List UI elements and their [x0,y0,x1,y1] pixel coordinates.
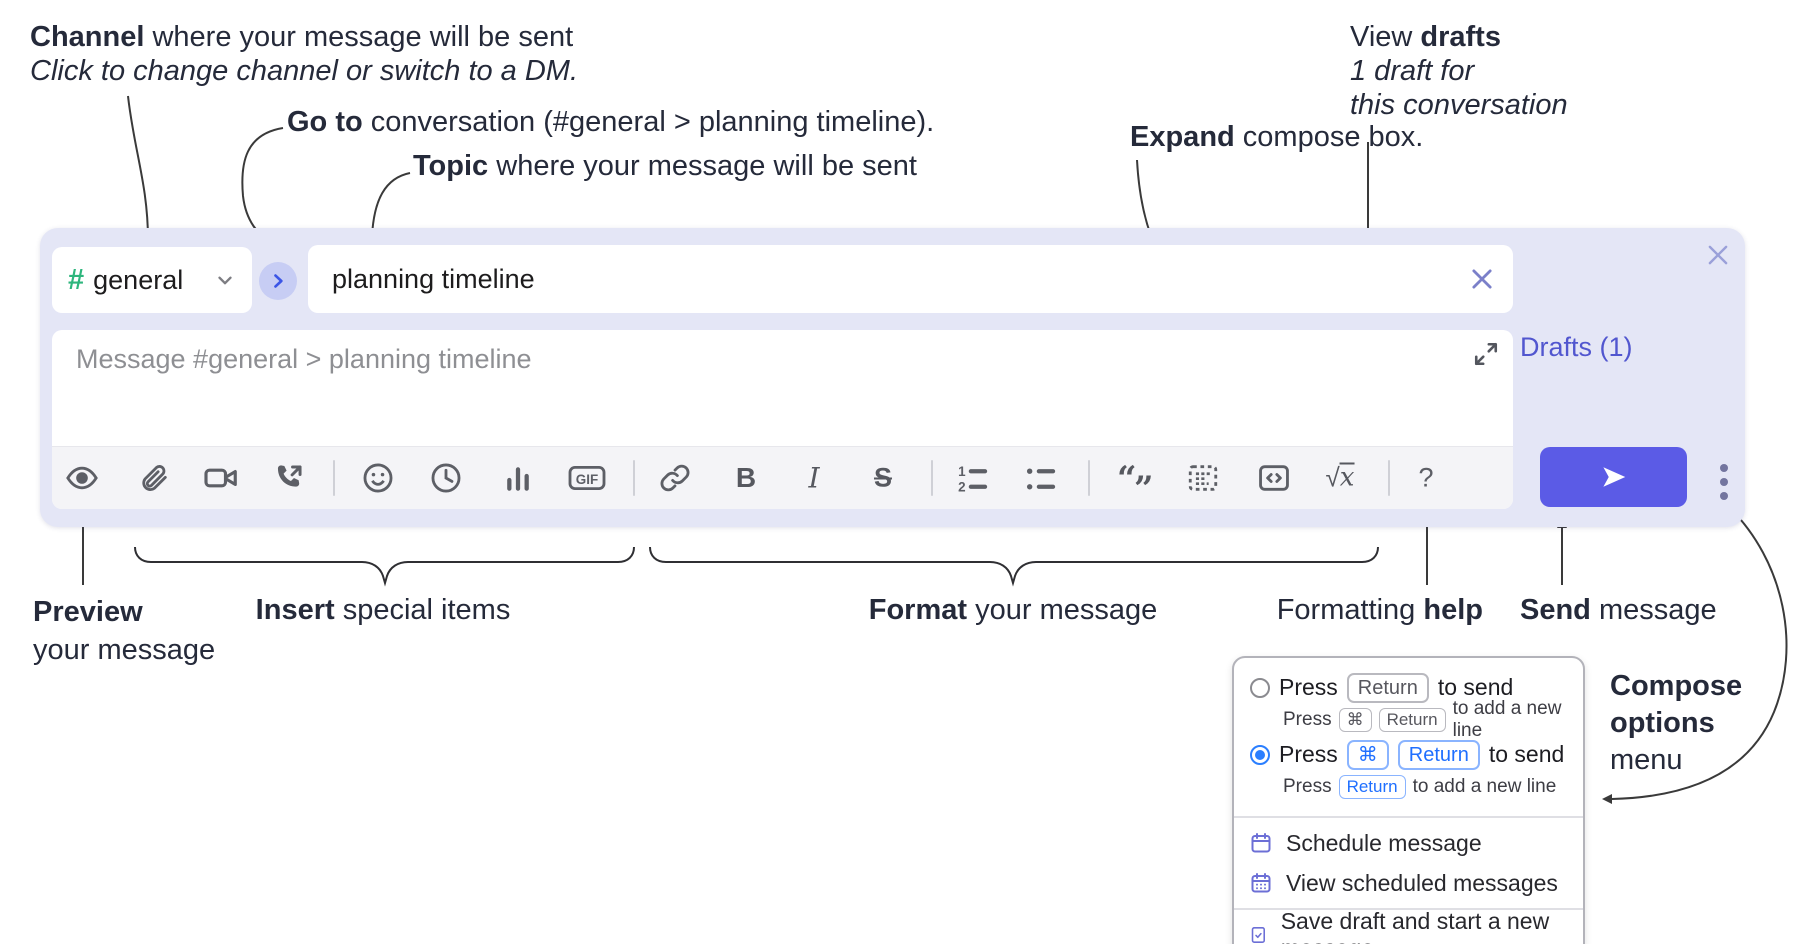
preview-annotation: Preview your message [33,596,216,666]
formatting-help-button[interactable]: ? [1418,462,1434,493]
toolbar-divider [633,460,635,496]
bold-button[interactable]: B [735,462,757,493]
snippet-icon [1188,465,1218,491]
compose-options-annotation: Compose options menu [1610,670,1743,776]
clock-icon [431,463,461,493]
gif-icon: GIF [568,465,606,491]
chevron-down-icon [214,269,236,291]
text-snippet-button[interactable] [1186,461,1220,495]
video-clip-button[interactable] [203,460,239,496]
channel-annotation: Channel where your message will be sent … [30,21,579,87]
quote-icon: “ ” [1117,459,1154,509]
compose-options-button[interactable] [1711,458,1737,506]
return-key: Return [1378,708,1446,732]
close-icon[interactable] [1703,240,1733,270]
bulleted-list-icon [1026,468,1056,490]
expand-annotation: Expand compose box. [1130,121,1424,153]
topic-annotation: Topic where your message will be sent [413,150,917,182]
expand-icon[interactable] [1471,339,1501,369]
return-key: Return [1346,672,1429,703]
save-draft-item[interactable]: Save draft and start a new message [1234,908,1583,944]
chevron-right-icon [274,274,283,288]
code-block-button[interactable] [1257,461,1291,495]
message-box: GIF B I S 1 2 [52,330,1513,509]
channel-selector[interactable]: # general [52,247,252,313]
toolbar-divider [333,460,335,496]
calendar-grid-icon [1251,873,1271,893]
radio-selected-icon[interactable] [1250,744,1270,765]
eye-icon [66,466,98,490]
option-return-to-send-sub: Press ⌘ Return to add a new line [1283,698,1562,741]
channel-hash-icon: # [68,263,85,296]
view-drafts-annotation: View drafts 1 draft for this conversatio… [1350,21,1568,121]
message-input[interactable] [52,330,1513,442]
calendar-icon [1251,833,1271,853]
emoji-smile-icon [363,463,393,493]
svg-text:GIF: GIF [576,472,598,487]
send-button[interactable] [1540,447,1687,507]
paperclip-icon [142,465,167,491]
formula-button[interactable]: √x [1325,462,1355,493]
video-camera-icon [204,468,237,488]
attach-file-button[interactable] [138,462,170,494]
topic-clear-icon[interactable] [1467,264,1497,294]
option-return-to-send[interactable]: Press Return to send [1250,671,1567,704]
ordered-list-button[interactable]: 1 2 [956,461,990,495]
compose-box: # general [40,228,1745,527]
menu-divider [1234,816,1583,818]
format-annotation: Format your message [868,594,1158,626]
toolbar-divider [1088,460,1090,496]
menu-divider [1234,908,1583,910]
preview-button[interactable] [65,461,99,495]
svg-text:2: 2 [958,479,965,494]
formatting-help-annotation: Formatting help [1276,594,1483,626]
drafts-link[interactable]: Drafts (1) [1520,332,1633,362]
ordered-list-icon: 1 2 [958,464,988,494]
draft-check-icon [1251,927,1265,943]
compose-toolbar: GIF B I S 1 2 [52,446,1513,509]
topic-input[interactable] [308,245,1513,313]
strikethrough-button[interactable]: S [873,462,893,493]
return-key: Return [1338,775,1406,799]
schedule-message-item[interactable]: Schedule message [1234,823,1583,863]
italic-button[interactable]: I [808,461,820,495]
compose-options-menu: Press Return to send Press ⌘ Return to a… [1232,656,1585,944]
bar-chart-icon [507,467,529,491]
emoji-button[interactable] [361,461,395,495]
audio-call-button[interactable] [272,461,306,495]
link-button[interactable] [659,462,691,494]
return-key: Return [1397,739,1480,770]
gif-button[interactable]: GIF [567,461,607,495]
goto-annotation: Go to conversation (#general > planning … [287,106,935,138]
toolbar-divider [931,460,933,496]
bulleted-list-button[interactable] [1024,461,1058,495]
radio-unselected-icon[interactable] [1250,677,1270,698]
insert-brace [134,546,635,587]
format-brace [649,546,1379,587]
code-block-icon [1259,465,1289,491]
link-icon [660,464,690,492]
send-icon [1602,467,1625,487]
cmd-key: ⌘ [1346,739,1389,770]
channel-name: general [93,264,184,295]
poll-button[interactable] [502,462,534,494]
kebab-icon [1720,464,1728,472]
send-annotation: Send message [1520,594,1717,626]
topic-input-wrap [308,245,1513,313]
svg-text:1: 1 [958,464,966,479]
view-scheduled-messages-item[interactable]: View scheduled messages [1234,863,1583,903]
phone-outgoing-icon [277,465,302,487]
recent-button[interactable] [429,461,463,495]
goto-conversation-button[interactable] [259,262,297,300]
cmd-key: ⌘ [1338,708,1372,732]
option-cmd-return-to-send[interactable]: Press ⌘ Return to send [1250,738,1567,771]
toolbar-divider [1388,460,1390,496]
option-cmd-return-to-send-sub: Press Return to add a new line [1283,775,1557,799]
insert-annotation: Insert special items [255,594,511,626]
blockquote-button[interactable]: “ ” [1117,459,1157,509]
